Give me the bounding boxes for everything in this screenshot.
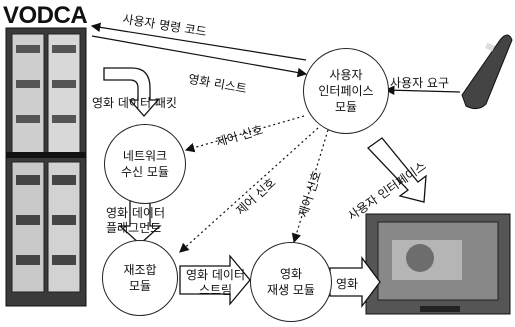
user-request-label: 사용자 요구 [390,76,450,90]
reassembly-module-label: 재조합 모듈 [123,263,157,293]
user-interface-module-node: 사용자 인터페이스 모듈 [303,48,389,134]
user-interface-module-label: 사용자 인터페이스 모듈 [318,68,374,114]
network-receive-module-label: 네트워크 수신 모듈 [121,149,169,179]
movie-player-module-label: 영화 재생 모듈 [267,267,315,297]
movie-data-stream-label: 영화 데이터 스트림 [186,268,246,297]
reassembly-module-node: 재조합 모듈 [102,240,178,316]
remote-control-image [461,34,513,110]
movie-output-label: 영화 [336,277,359,291]
movie-player-module-node: 영화 재생 모듈 [250,242,332,322]
system-title: VODCA [3,2,88,29]
movie-data-fragment-label: 영화 데이터 플래그먼트 [106,206,166,235]
server-rack-image [5,27,87,307]
movie-data-packet-label: 영화 데이터 패킷 [92,96,177,110]
tv-image [365,213,511,315]
network-receive-module-node: 네트워크 수신 모듈 [104,124,186,204]
